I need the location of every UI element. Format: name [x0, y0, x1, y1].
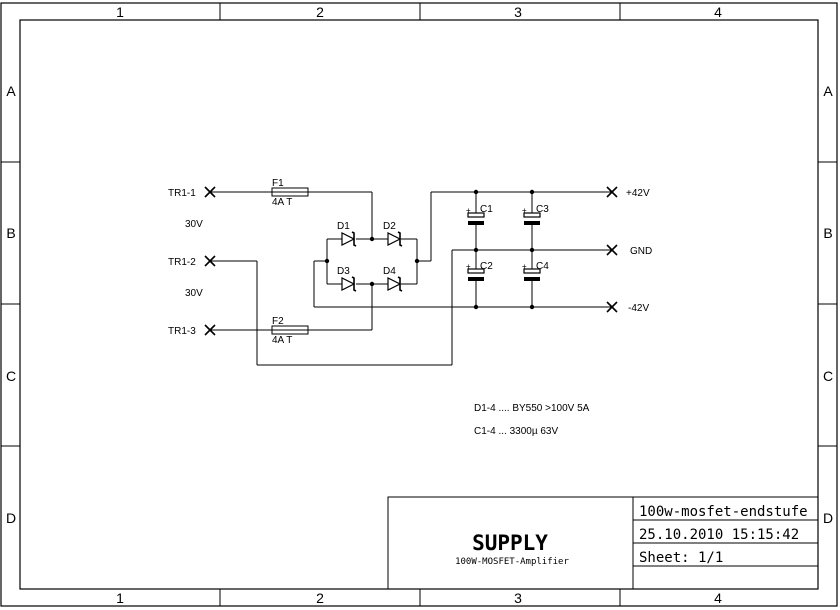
row-label-a-left: A: [6, 83, 16, 99]
col-label-3-bottom: 3: [514, 590, 522, 606]
terminal-label-tr1-3: TR1-3: [168, 326, 196, 337]
col-label-4-top: 4: [714, 4, 722, 20]
fuse-f2: [271, 325, 309, 335]
row-label-c-left: C: [6, 368, 16, 384]
capacitor-c4-polarity: +: [522, 262, 527, 271]
terminal-label-pos42: +42V: [626, 188, 650, 199]
title-block-project: 100w-mosfet-endstufe: [639, 504, 808, 520]
terminal-label-tr1-2: TR1-2: [168, 257, 196, 268]
capacitor-c4-label: C4: [536, 261, 549, 272]
title-block-subtitle: 100W-MOSFET-Amplifier: [455, 557, 569, 567]
capacitor-c2: [467, 268, 485, 281]
col-label-3-top: 3: [514, 4, 522, 20]
capacitor-c3: [523, 212, 541, 225]
wires: [210, 191, 612, 366]
note-diodes: D1-4 .... BY550 >100V 5A: [474, 403, 590, 414]
fuse-f2-name: F2: [272, 316, 284, 327]
row-label-a-right: A: [823, 83, 833, 99]
diode-d4: [387, 276, 403, 292]
column-dividers: [219, 3, 621, 606]
title-block-datetime: 25.10.2010 15:15:42: [639, 527, 799, 543]
col-label-1-bottom: 1: [116, 590, 124, 606]
junction-dots: [324, 189, 535, 310]
capacitor-c1: [467, 212, 485, 225]
capacitor-c2-label: C2: [480, 261, 493, 272]
capacitor-c4: [523, 268, 541, 281]
row-label-d-right: D: [823, 510, 833, 526]
diode-d2-label: D2: [383, 221, 396, 232]
row-dividers: [1, 161, 837, 447]
title-block-title: SUPPLY: [472, 531, 548, 555]
capacitor-c2-polarity: +: [466, 262, 471, 271]
fuse-f1-name: F1: [272, 178, 284, 189]
diode-d3: [341, 276, 357, 292]
capacitor-c3-polarity: +: [522, 206, 527, 215]
voltage-label-lower: 30V: [185, 288, 203, 299]
title-block: [387, 496, 819, 590]
row-label-c-right: C: [823, 368, 833, 384]
title-block-fields: 100w-mosfet-endstufe 25.10.2010 15:15:42…: [639, 504, 808, 566]
diode-d4-label: D4: [383, 266, 396, 277]
diode-d3-label: D3: [337, 266, 350, 277]
col-label-2-bottom: 2: [316, 590, 324, 606]
row-label-b-left: B: [6, 225, 15, 241]
fuse-f1: [271, 187, 309, 197]
capacitor-c1-label: C1: [480, 204, 493, 215]
terminal-markers: [204, 186, 618, 336]
capacitor-c3-label: C3: [536, 204, 549, 215]
title-block-sheet: Sheet: 1/1: [639, 550, 723, 566]
terminal-label-gnd: GND: [630, 246, 652, 257]
note-capacitors: C1-4 ... 3300µ 63V: [474, 426, 558, 437]
col-label-2-top: 2: [316, 4, 324, 20]
row-label-b-right: B: [823, 225, 832, 241]
diode-d2: [387, 231, 403, 247]
col-label-4-bottom: 4: [714, 590, 722, 606]
fuse-f1-value: 4A T: [272, 197, 292, 208]
diode-d1: [341, 231, 357, 247]
row-label-d-left: D: [6, 510, 16, 526]
terminal-label-tr1-1: TR1-1: [168, 188, 196, 199]
fuse-f2-value: 4A T: [272, 335, 292, 346]
terminal-label-neg42: -42V: [628, 303, 649, 314]
capacitor-c1-polarity: +: [466, 206, 471, 215]
diode-d1-label: D1: [337, 221, 350, 232]
col-label-1-top: 1: [116, 4, 124, 20]
voltage-label-upper: 30V: [185, 219, 203, 230]
